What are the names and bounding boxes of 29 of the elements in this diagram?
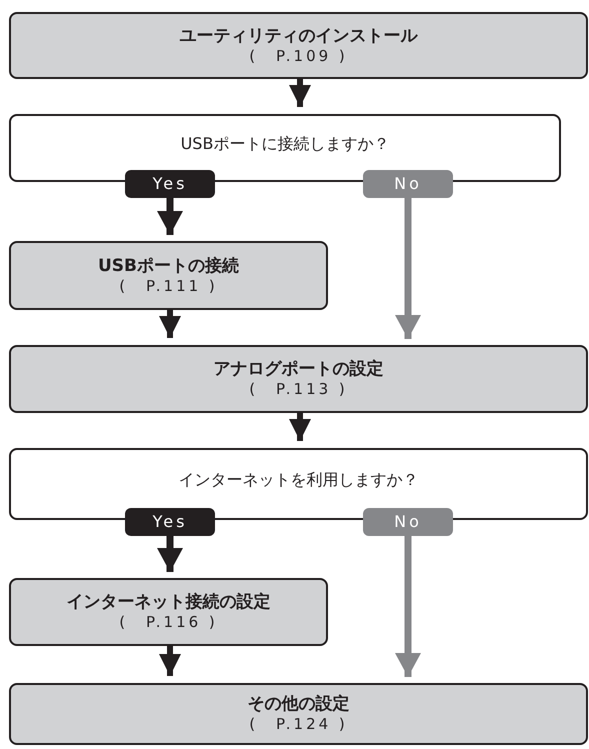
edge-label: Yes [125,170,215,198]
arrow [159,310,181,338]
question-text: USBポートに接続しますか？ [180,133,390,155]
page-reference: ( P.109 ) [249,46,348,66]
page-reference: ( P.113 ) [249,380,348,399]
page-reference: ( P.116 ) [119,613,218,632]
process-box [9,345,588,413]
edge-label: No [363,170,453,198]
page-reference: ( P.111 ) [119,276,218,296]
arrow [159,646,181,676]
step-title: アナログポートの設定 [214,359,384,380]
arrow [289,413,311,441]
arrow [395,196,421,339]
step-title: USBポートの接続 [98,256,239,277]
process-box [9,578,328,646]
step-title: インターネット接続の設定 [66,592,270,614]
question-text: インターネットを利用しますか？ [178,469,418,491]
arrow [289,79,311,107]
edge-label: Yes [125,508,215,536]
step-title: ユーティリティのインストール [180,26,418,47]
arrow [157,196,183,235]
arrow [157,534,183,572]
step-title: その他の設定 [248,694,350,716]
edge-label: No [363,508,453,536]
arrow [395,534,421,677]
process-box [9,683,588,745]
process-box [9,12,588,79]
page-reference: ( P.124 ) [249,715,348,734]
process-box [9,241,328,310]
